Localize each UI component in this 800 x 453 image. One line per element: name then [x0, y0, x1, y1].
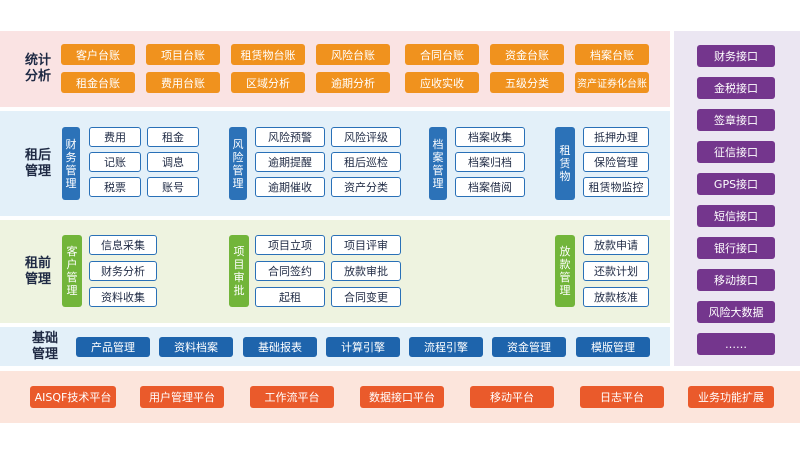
base-title: 基础 管理 — [31, 330, 58, 362]
post-overdue-reminder[interactable]: 逾期提醒 — [255, 152, 325, 172]
post-asset-classification[interactable]: 资产分类 — [331, 177, 401, 197]
interface-sms[interactable]: 短信接口 — [697, 205, 775, 227]
post-mortgage[interactable]: 抵押办理 — [583, 127, 649, 147]
base-calculation-engine[interactable]: 计算引擎 — [326, 337, 400, 357]
pre-project-initiation[interactable]: 项目立项 — [255, 235, 325, 255]
base-document-archive[interactable]: 资料档案 — [159, 337, 233, 357]
stats-customer-ledger[interactable]: 客户台账 — [61, 44, 135, 65]
stats-contract-ledger[interactable]: 合同台账 — [405, 44, 479, 65]
pre-group-customer-label: 客户管理 — [62, 235, 82, 307]
interface-mobile[interactable]: 移动接口 — [697, 269, 775, 291]
stats-project-ledger[interactable]: 项目台账 — [146, 44, 220, 65]
post-insurance[interactable]: 保险管理 — [583, 152, 649, 172]
base-template-management[interactable]: 模版管理 — [576, 337, 650, 357]
platform-business-extension[interactable]: 业务功能扩展 — [688, 386, 774, 408]
stats-band — [0, 31, 670, 107]
pre-lease-start[interactable]: 起租 — [255, 287, 325, 307]
pre-loan-verification[interactable]: 放款核准 — [583, 287, 649, 307]
post-archive-borrow[interactable]: 档案借阅 — [455, 177, 525, 197]
interface-more[interactable]: …… — [697, 333, 775, 355]
post-group-finance-label: 财务管理 — [62, 127, 80, 200]
post-archive-collect[interactable]: 档案收集 — [455, 127, 525, 147]
pre-group-project-approval-label: 项目审批 — [229, 235, 249, 307]
post-finance-fee[interactable]: 费用 — [89, 127, 141, 147]
pre-contract-signing[interactable]: 合同签约 — [255, 261, 325, 281]
platform-log[interactable]: 日志平台 — [580, 386, 664, 408]
pre-group-loan-label: 放款管理 — [555, 235, 575, 307]
pre-loan-approval[interactable]: 放款审批 — [331, 261, 401, 281]
post-overdue-collection[interactable]: 逾期催收 — [255, 177, 325, 197]
stats-title: 统计 分析 — [24, 53, 51, 84]
pre-loan-application[interactable]: 放款申请 — [583, 235, 649, 255]
pre-contract-change[interactable]: 合同变更 — [331, 287, 401, 307]
stats-overdue-analysis[interactable]: 逾期分析 — [316, 72, 390, 93]
platform-workflow[interactable]: 工作流平台 — [250, 386, 334, 408]
pre-project-review[interactable]: 项目评审 — [331, 235, 401, 255]
pre-info-collection[interactable]: 信息采集 — [89, 235, 157, 255]
stats-risk-ledger[interactable]: 风险台账 — [316, 44, 390, 65]
post-risk-warning[interactable]: 风险预警 — [255, 127, 325, 147]
stats-securitization-ledger[interactable]: 资产证券化台账 — [575, 72, 649, 93]
post-inspection[interactable]: 租后巡检 — [331, 152, 401, 172]
stats-lease-item-ledger[interactable]: 租赁物台账 — [231, 44, 305, 65]
base-workflow-engine[interactable]: 流程引擎 — [409, 337, 483, 357]
interface-finance[interactable]: 财务接口 — [697, 45, 775, 67]
interface-gps[interactable]: GPS接口 — [697, 173, 775, 195]
platform-mobile[interactable]: 移动平台 — [470, 386, 554, 408]
pre-document-collection[interactable]: 资料收集 — [89, 287, 157, 307]
post-finance-rate-adjust[interactable]: 调息 — [147, 152, 199, 172]
base-product-management[interactable]: 产品管理 — [76, 337, 150, 357]
stats-fund-ledger[interactable]: 资金台账 — [490, 44, 564, 65]
post-finance-bookkeeping[interactable]: 记账 — [89, 152, 141, 172]
interface-golden-tax[interactable]: 金税接口 — [697, 77, 775, 99]
stats-region-analysis[interactable]: 区域分析 — [231, 72, 305, 93]
stats-rent-ledger[interactable]: 租金台账 — [61, 72, 135, 93]
interface-bank[interactable]: 银行接口 — [697, 237, 775, 259]
post-finance-rent[interactable]: 租金 — [147, 127, 199, 147]
pre-financial-analysis[interactable]: 财务分析 — [89, 261, 157, 281]
post-lease-item-monitoring[interactable]: 租赁物监控 — [583, 177, 649, 197]
pre-repayment-plan[interactable]: 还款计划 — [583, 261, 649, 281]
post-finance-account[interactable]: 账号 — [147, 177, 199, 197]
platform-data-interface[interactable]: 数据接口平台 — [360, 386, 444, 408]
stats-archive-ledger[interactable]: 档案台账 — [575, 44, 649, 65]
post-title: 租后 管理 — [24, 147, 51, 179]
platform-aisqf-tech[interactable]: AISQF技术平台 — [30, 386, 116, 408]
post-archive-file[interactable]: 档案归档 — [455, 152, 525, 172]
post-finance-invoice[interactable]: 税票 — [89, 177, 141, 197]
post-group-lease-item-label: 租赁物 — [555, 127, 575, 200]
interface-credit[interactable]: 征信接口 — [697, 141, 775, 163]
post-group-archive-label: 档案管理 — [429, 127, 447, 200]
pre-title: 租前 管理 — [24, 255, 51, 287]
post-risk-rating[interactable]: 风险评级 — [331, 127, 401, 147]
stats-fee-ledger[interactable]: 费用台账 — [146, 72, 220, 93]
interface-risk-big-data[interactable]: 风险大数据 — [697, 301, 775, 323]
base-fund-management[interactable]: 资金管理 — [492, 337, 566, 357]
base-reports[interactable]: 基础报表 — [243, 337, 317, 357]
platform-user-management[interactable]: 用户管理平台 — [140, 386, 224, 408]
stats-receivable-received[interactable]: 应收实收 — [405, 72, 479, 93]
interface-e-signature[interactable]: 签章接口 — [697, 109, 775, 131]
post-group-risk-label: 风险管理 — [229, 127, 247, 200]
stats-five-level-classification[interactable]: 五级分类 — [490, 72, 564, 93]
